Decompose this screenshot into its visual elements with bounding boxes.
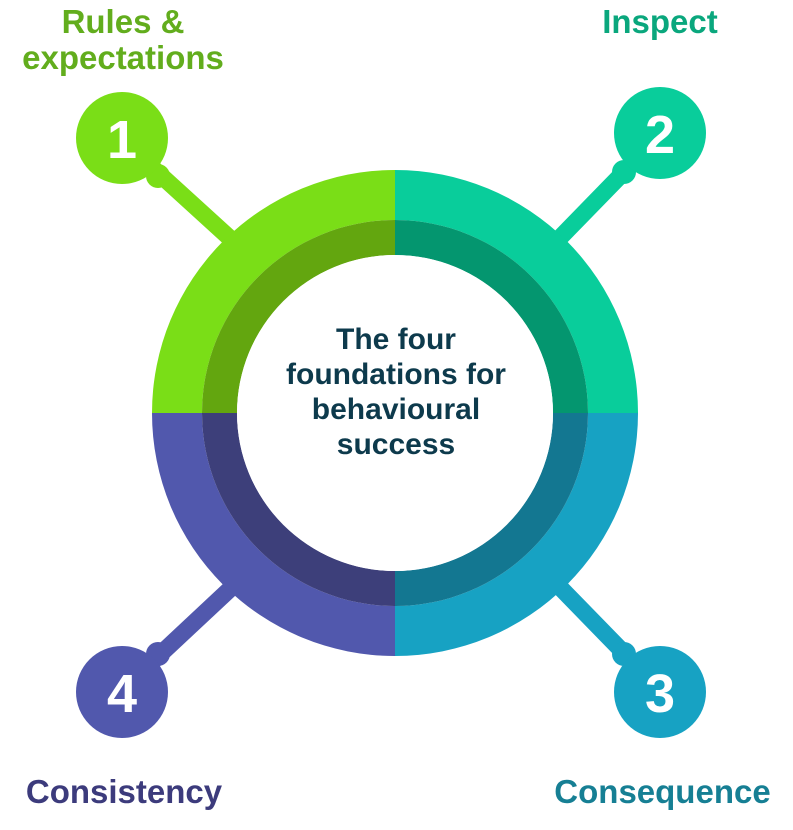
number-4: 4 — [107, 664, 137, 724]
ring-inner-segment-2 — [395, 220, 588, 413]
ring-outer-segment-3 — [395, 413, 638, 656]
number-badge-2 — [614, 87, 706, 179]
number-badge-1 — [76, 92, 168, 184]
ring-inner-segment-3 — [395, 413, 588, 606]
ring-inner-segment-4 — [202, 413, 395, 606]
number-1: 1 — [107, 110, 137, 170]
label-rules-expectations: Rules & expectations — [22, 3, 224, 76]
ring-outer-segment-4 — [152, 413, 395, 656]
ring-outer-segment-2 — [395, 170, 638, 413]
center-disc — [237, 255, 553, 571]
center-title: The four foundations for behavioural suc… — [286, 323, 506, 461]
number-2: 2 — [645, 105, 675, 165]
number-badge-4 — [76, 646, 168, 738]
label-consistency: Consistency — [25, 773, 223, 810]
number-3: 3 — [645, 664, 675, 724]
number-badge-3 — [614, 646, 706, 738]
label-inspect: Inspect — [602, 3, 718, 40]
label-consequence: Consequence — [554, 773, 771, 810]
ring-inner-segment-1 — [202, 220, 395, 413]
ring-outer-segment-1 — [152, 170, 395, 413]
